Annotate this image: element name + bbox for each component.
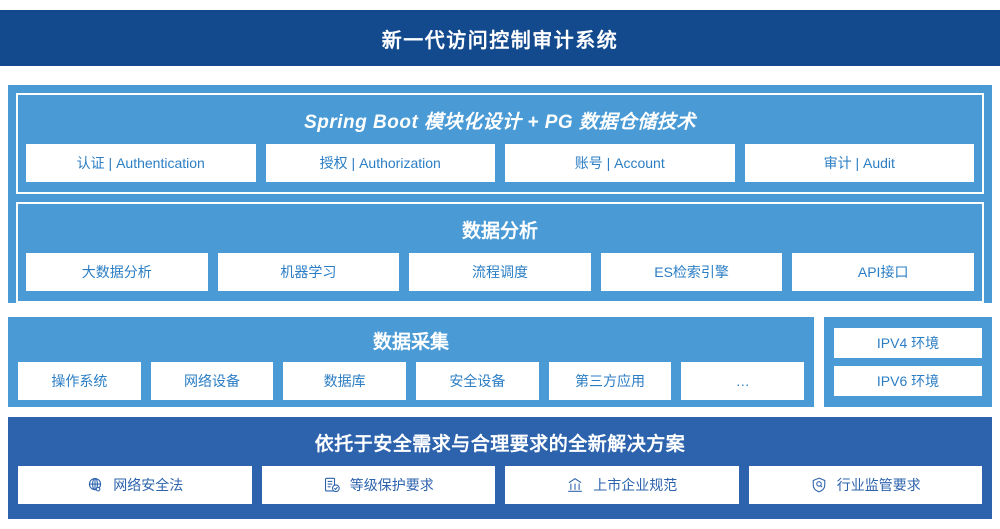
chip-authorization[interactable]: 授权 | Authorization (265, 144, 495, 182)
chip-network-device[interactable]: 网络设备 (150, 362, 274, 400)
chip-ipv4-environment[interactable]: IPV4 环境 (834, 328, 982, 358)
chip-ipv6-environment[interactable]: IPV6 环境 (834, 366, 982, 396)
page-header: 新一代访问控制审计系统 (0, 10, 1000, 66)
group-spring-boot-title: Spring Boot 模块化设计 + PG 数据仓储技术 (304, 112, 696, 133)
compliance-panel: 依托于安全需求与合理要求的全新解决方案 网络安全法 (8, 417, 992, 519)
compliance-item-listed-company-standards[interactable]: 上市企业规范 (505, 466, 739, 504)
compliance-item-label: 行业监管要求 (836, 477, 921, 493)
page-title: 新一代访问控制审计系统 (381, 29, 619, 52)
group-spring-boot: Spring Boot 模块化设计 + PG 数据仓储技术 认证 | Authe… (16, 93, 984, 194)
data-collection-panel: 数据采集 操作系统 网络设备 数据库 安全设备 第三方应用 … (8, 317, 814, 407)
chip-third-party-application[interactable]: 第三方应用 (548, 362, 672, 400)
data-collection-section: 数据采集 操作系统 网络设备 数据库 安全设备 第三方应用 … IPV4 环境 … (8, 317, 992, 407)
chip-api-interface[interactable]: API接口 (792, 253, 974, 291)
group-data-analysis: 数据分析 大数据分析 机器学习 流程调度 ES检索引擎 API接口 (16, 202, 984, 303)
compliance-item-industry-regulation[interactable]: 行业监管要求 (748, 466, 982, 504)
chip-audit[interactable]: 审计 | Audit (744, 144, 974, 182)
group-data-analysis-chip-row: 大数据分析 机器学习 流程调度 ES检索引擎 API接口 (26, 253, 974, 291)
compliance-title: 依托于安全需求与合理要求的全新解决方案 (314, 434, 686, 455)
chip-authentication[interactable]: 认证 | Authentication (26, 144, 256, 182)
chip-database[interactable]: 数据库 (283, 362, 407, 400)
chip-process-scheduling[interactable]: 流程调度 (409, 253, 591, 291)
compliance-item-cybersecurity-law[interactable]: 网络安全法 (18, 466, 252, 504)
bank-building-icon (566, 476, 584, 494)
chip-account[interactable]: 账号 | Account (505, 144, 735, 182)
chip-machine-learning[interactable]: 机器学习 (217, 253, 400, 291)
chip-security-device[interactable]: 安全设备 (416, 362, 539, 400)
data-collection-chip-row: 操作系统 网络设备 数据库 安全设备 第三方应用 … (18, 362, 805, 400)
chip-es-search-engine[interactable]: ES检索引擎 (600, 253, 783, 291)
data-collection-title: 数据采集 (372, 332, 449, 353)
compliance-item-label: 等级保护要求 (349, 477, 434, 493)
environment-panel: IPV4 环境 IPV6 环境 (824, 317, 992, 407)
compliance-item-label: 上市企业规范 (593, 477, 678, 493)
chip-more-ellipsis[interactable]: … (681, 362, 805, 400)
compliance-item-label: 网络安全法 (113, 477, 184, 493)
architecture-upper-panel: Spring Boot 模块化设计 + PG 数据仓储技术 认证 | Authe… (8, 85, 992, 303)
chip-operating-system[interactable]: 操作系统 (18, 362, 141, 400)
shield-search-icon (810, 476, 828, 494)
globe-network-icon (86, 476, 104, 494)
compliance-item-classified-protection[interactable]: 等级保护要求 (261, 466, 495, 504)
document-check-icon (323, 476, 341, 494)
group-data-analysis-title: 数据分析 (461, 221, 538, 242)
compliance-chip-row: 网络安全法 等级保护要求 (18, 466, 982, 504)
group-spring-boot-chip-row: 认证 | Authentication 授权 | Authorization 账… (26, 144, 974, 182)
chip-big-data-analysis[interactable]: 大数据分析 (26, 253, 208, 291)
